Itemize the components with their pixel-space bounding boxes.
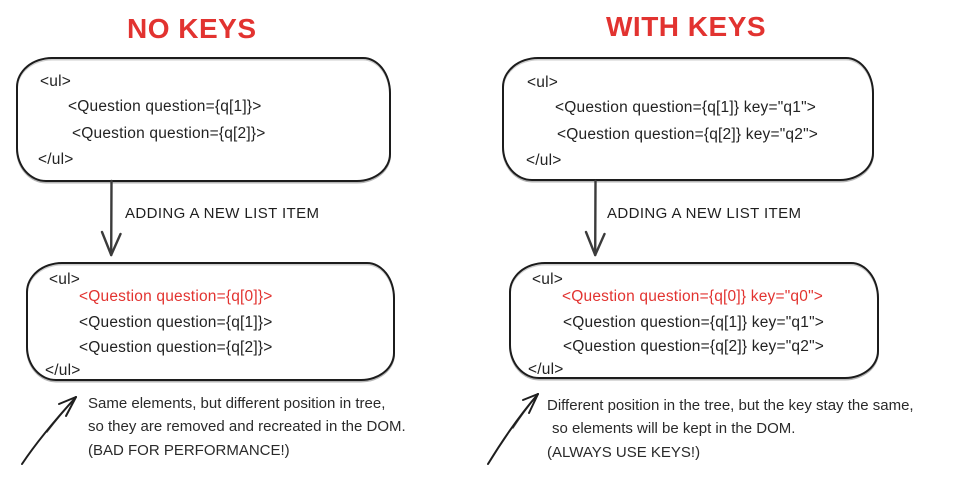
note-line: Same elements, but different position in… bbox=[88, 395, 386, 412]
note-line: Different position in the tree, but the … bbox=[547, 397, 914, 414]
no-keys-title: NO KEYS bbox=[127, 13, 257, 44]
code-line: </ul> bbox=[526, 152, 562, 169]
pointer-arrow-icon bbox=[21, 396, 77, 465]
no-keys-arrow-label: ADDING A NEW LIST ITEM bbox=[125, 205, 320, 222]
code-line: <Question question={q[1]}> bbox=[68, 98, 262, 115]
code-line: <Question question={q[2]}> bbox=[79, 339, 273, 356]
code-line: <Question question={q[2]} key="q2"> bbox=[563, 338, 825, 355]
code-line: <ul> bbox=[40, 73, 71, 90]
code-line: <Question question={q[1]} key="q1"> bbox=[555, 99, 817, 116]
with-keys-before-box: <ul> <Question question={q[1]} key="q1">… bbox=[502, 57, 874, 181]
code-line: <ul> bbox=[527, 74, 558, 91]
note-line: so elements will be kept in the DOM. bbox=[552, 420, 796, 438]
down-arrow-icon bbox=[100, 179, 122, 257]
note-line: so they are removed and recreated in the… bbox=[88, 418, 406, 436]
code-line: <ul> bbox=[49, 271, 80, 288]
code-line: <Question question={q[2]}> bbox=[72, 125, 266, 142]
with-keys-note: Different position in the tree, but the … bbox=[547, 394, 914, 464]
code-line-highlight: <Question question={q[0]} key="q0"> bbox=[562, 288, 824, 305]
no-keys-note: Same elements, but different position in… bbox=[88, 392, 406, 462]
note-line: (ALWAYS USE KEYS!) bbox=[547, 443, 701, 461]
down-arrow-icon bbox=[584, 179, 606, 257]
with-keys-title: WITH KEYS bbox=[606, 11, 767, 42]
with-keys-after-box: <ul> <Question question={q[0]} key="q0">… bbox=[509, 262, 879, 379]
code-line: <Question question={q[2]} key="q2"> bbox=[557, 126, 819, 143]
note-line: (BAD FOR PERFORMANCE!) bbox=[88, 441, 290, 459]
code-line: </ul> bbox=[528, 361, 564, 378]
code-line: </ul> bbox=[45, 362, 81, 379]
code-line: </ul> bbox=[38, 151, 74, 168]
code-line: <ul> bbox=[532, 271, 563, 288]
code-line-highlight: <Question question={q[0]}> bbox=[79, 288, 273, 305]
no-keys-after-box: <ul> <Question question={q[0]}> <Questio… bbox=[26, 262, 395, 381]
no-keys-before-box: <ul> <Question question={q[1]}> <Questio… bbox=[16, 57, 391, 182]
with-keys-arrow-label: ADDING A NEW LIST ITEM bbox=[607, 205, 802, 222]
code-line: <Question question={q[1]} key="q1"> bbox=[563, 314, 825, 331]
pointer-arrow-icon bbox=[487, 393, 539, 465]
code-line: <Question question={q[1]}> bbox=[79, 314, 273, 331]
